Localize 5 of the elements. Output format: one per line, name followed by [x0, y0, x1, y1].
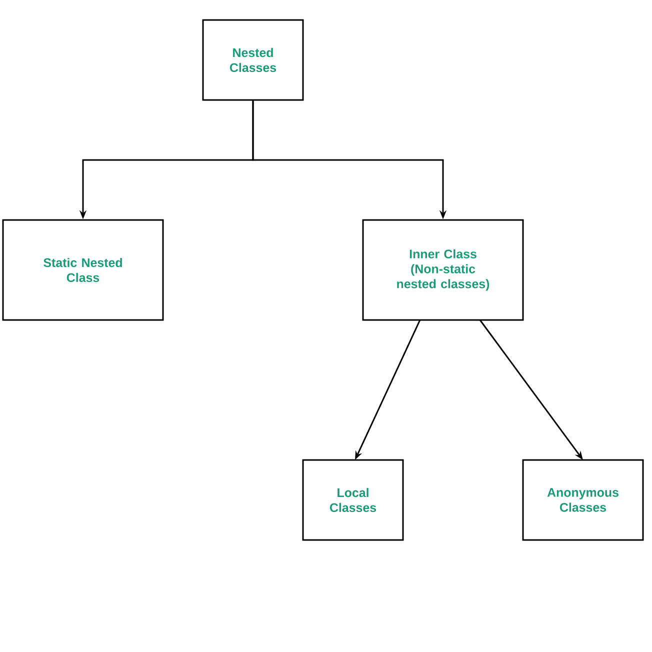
class-box: Anonymous Classes — [522, 459, 644, 541]
class-box: Local Classes — [302, 459, 404, 541]
class-box: Inner Class (Non-static nested classes) — [362, 219, 524, 321]
class-box: Static Nested Class — [2, 219, 164, 321]
class-box: Nested Classes — [202, 19, 304, 101]
